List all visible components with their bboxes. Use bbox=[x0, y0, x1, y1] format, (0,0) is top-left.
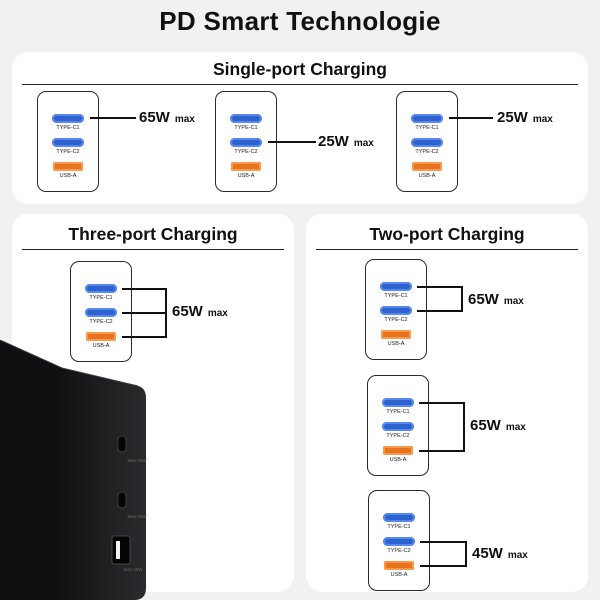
port-label-usb-a: USB-A bbox=[237, 173, 255, 179]
usb-c-port-icon bbox=[383, 513, 415, 522]
connector-line bbox=[420, 541, 466, 543]
three-port-panel: Three-port Charging TYPE-C1 TYPE-C2 USB-… bbox=[0, 214, 294, 600]
usb-a-port-icon bbox=[111, 535, 131, 565]
usb-c-port-icon bbox=[117, 491, 127, 509]
port-label-usb-a: USB-A bbox=[59, 173, 77, 179]
usb-c-port-icon bbox=[85, 308, 117, 317]
usb-c-port-icon bbox=[380, 306, 412, 315]
connector-line bbox=[419, 450, 464, 452]
usb-c-port-icon bbox=[383, 537, 415, 546]
connector-line bbox=[122, 288, 166, 290]
port-label-type-c1: TYPE-C1 bbox=[89, 295, 113, 301]
two-port-title: Two-port Charging bbox=[369, 224, 525, 244]
charger-port-card: TYPE-C1 TYPE-C2 USB-A bbox=[37, 91, 99, 192]
usb-a-port-icon bbox=[381, 330, 411, 339]
usb-c-port-icon bbox=[230, 138, 262, 147]
usb-a-port-icon bbox=[53, 162, 83, 171]
port-label-type-c2: TYPE-C2 bbox=[387, 548, 411, 554]
port-label-type-c1: TYPE-C1 bbox=[387, 524, 411, 530]
port-label-type-c1: TYPE-C1 bbox=[384, 293, 408, 299]
connector-line bbox=[268, 141, 316, 143]
usb-c-port-icon bbox=[380, 282, 412, 291]
usb-a-port-icon bbox=[384, 561, 414, 570]
bracket-line bbox=[165, 288, 167, 338]
port-label-type-c1: TYPE-C1 bbox=[386, 409, 410, 415]
port-label-type-c1: TYPE-C1 bbox=[415, 125, 439, 131]
usb-c-port-icon bbox=[85, 284, 117, 293]
page-title: PD Smart Technologie bbox=[159, 6, 441, 36]
single-port-title: Single-port Charging bbox=[212, 59, 388, 79]
port-label-type-c1: TYPE-C1 bbox=[56, 125, 80, 131]
bracket-line bbox=[461, 286, 463, 312]
charger-port-card: TYPE-C1 TYPE-C2 USB-A bbox=[70, 261, 132, 362]
connector-line bbox=[122, 336, 166, 338]
bracket-line bbox=[463, 402, 465, 452]
usb-c-port-icon bbox=[411, 138, 443, 147]
usb-a-port-icon bbox=[383, 446, 413, 455]
bracket-line bbox=[465, 541, 467, 567]
usb-a-port-icon bbox=[412, 162, 442, 171]
port-label-type-c2: TYPE-C2 bbox=[415, 149, 439, 155]
charger-device bbox=[0, 340, 146, 600]
connector-line bbox=[417, 310, 462, 312]
port-label-type-c1: TYPE-C1 bbox=[234, 125, 258, 131]
port-label-type-c2: TYPE-C2 bbox=[56, 149, 80, 155]
connector-line bbox=[122, 312, 166, 314]
charger-port-card: TYPE-C1 TYPE-C2 USB-A bbox=[365, 259, 427, 360]
usb-a-port-icon bbox=[231, 162, 261, 171]
usb-c-port-icon bbox=[382, 398, 414, 407]
usb-a-port-icon bbox=[86, 332, 116, 341]
port-label-usb-a: USB-A bbox=[389, 457, 407, 463]
port-label-usb-a: USB-A bbox=[92, 343, 110, 349]
usb-c-port-icon bbox=[52, 138, 84, 147]
divider bbox=[22, 249, 284, 250]
usb-c-port-icon bbox=[411, 114, 443, 123]
port-label-type-c2: TYPE-C2 bbox=[386, 433, 410, 439]
three-port-title: Three-port Charging bbox=[68, 224, 238, 244]
connector-line bbox=[90, 117, 136, 119]
port-label-type-c2: TYPE-C2 bbox=[384, 317, 408, 323]
connector-line bbox=[420, 565, 466, 567]
charger-port-card: TYPE-C1 TYPE-C2 USB-A bbox=[367, 375, 429, 476]
charger-port-label: Max 65W bbox=[127, 458, 147, 463]
two-port-panel: Two-port Charging TYPE-C1 TYPE-C2 USB-A … bbox=[306, 214, 588, 592]
port-label-type-c2: TYPE-C2 bbox=[234, 149, 258, 155]
usb-c-port-icon bbox=[382, 422, 414, 431]
port-label-usb-a: USB-A bbox=[390, 572, 408, 578]
single-port-panel: Single-port Charging TYPE-C1 TYPE-C2 USB… bbox=[12, 52, 588, 204]
divider bbox=[22, 84, 578, 85]
charger-port-card: TYPE-C1 TYPE-C2 USB-A bbox=[368, 490, 430, 591]
port-label-usb-a: USB-A bbox=[387, 341, 405, 347]
connector-line bbox=[449, 117, 493, 119]
connector-line bbox=[419, 402, 464, 404]
charger-port-label: Max 22W bbox=[123, 567, 143, 572]
usb-c-port-icon bbox=[230, 114, 262, 123]
connector-line bbox=[417, 286, 462, 288]
usb-c-port-icon bbox=[117, 435, 127, 453]
port-label-type-c2: TYPE-C2 bbox=[89, 319, 113, 325]
charger-port-label: Max 65W bbox=[127, 514, 147, 519]
charger-port-card: TYPE-C1 TYPE-C2 USB-A bbox=[215, 91, 277, 192]
usb-a-port-tongue-icon bbox=[116, 541, 120, 559]
charger-port-card: TYPE-C1 TYPE-C2 USB-A bbox=[396, 91, 458, 192]
divider bbox=[316, 249, 578, 250]
usb-c-port-icon bbox=[52, 114, 84, 123]
port-label-usb-a: USB-A bbox=[418, 173, 436, 179]
